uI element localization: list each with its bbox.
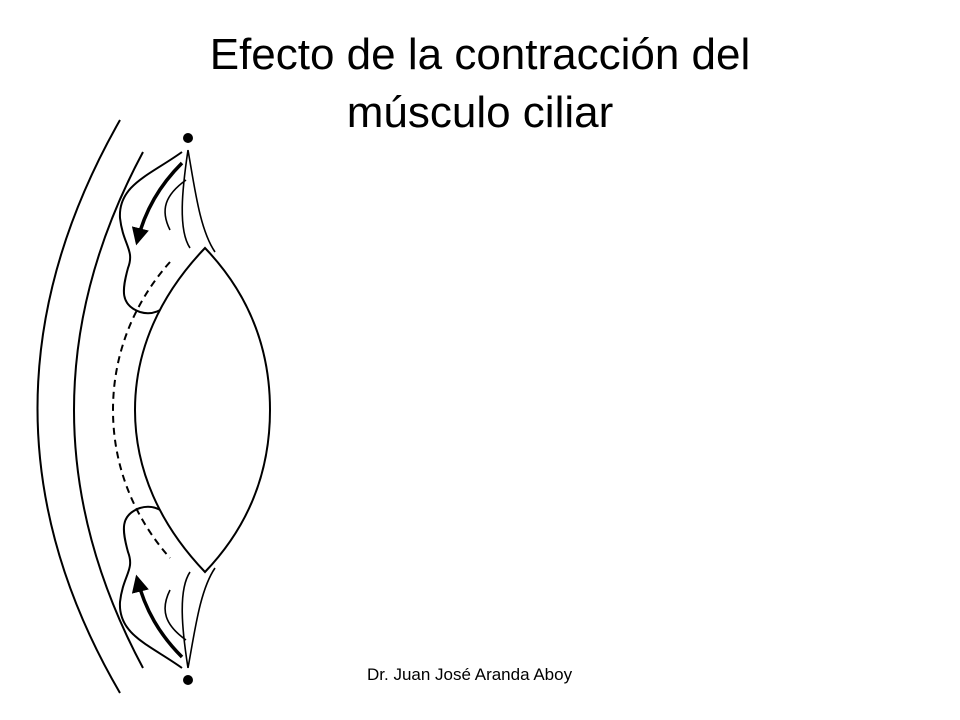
zonule-lower <box>164 567 216 669</box>
anchor-dot-top <box>183 133 193 143</box>
slide-title: Efecto de la contracción del músculo cil… <box>80 26 880 142</box>
slide-title-line1: Efecto de la contracción del <box>209 30 751 79</box>
middle-arc <box>73 151 144 669</box>
contraction-arrow-upper <box>131 161 184 246</box>
zonule-upper <box>164 149 216 253</box>
crystalline-lens <box>133 246 272 574</box>
ciliary-body-lower <box>118 505 183 669</box>
slide-title-line2: músculo ciliar <box>346 88 614 137</box>
anchor-dot-bottom <box>183 675 193 685</box>
contraction-arrow-lower <box>131 574 184 659</box>
dashed-relaxed-outline <box>111 261 171 559</box>
ciliary-body-upper <box>118 151 183 315</box>
outer-arc <box>36 119 121 694</box>
footer-author: Dr. Juan José Aranda Aboy <box>367 665 573 684</box>
